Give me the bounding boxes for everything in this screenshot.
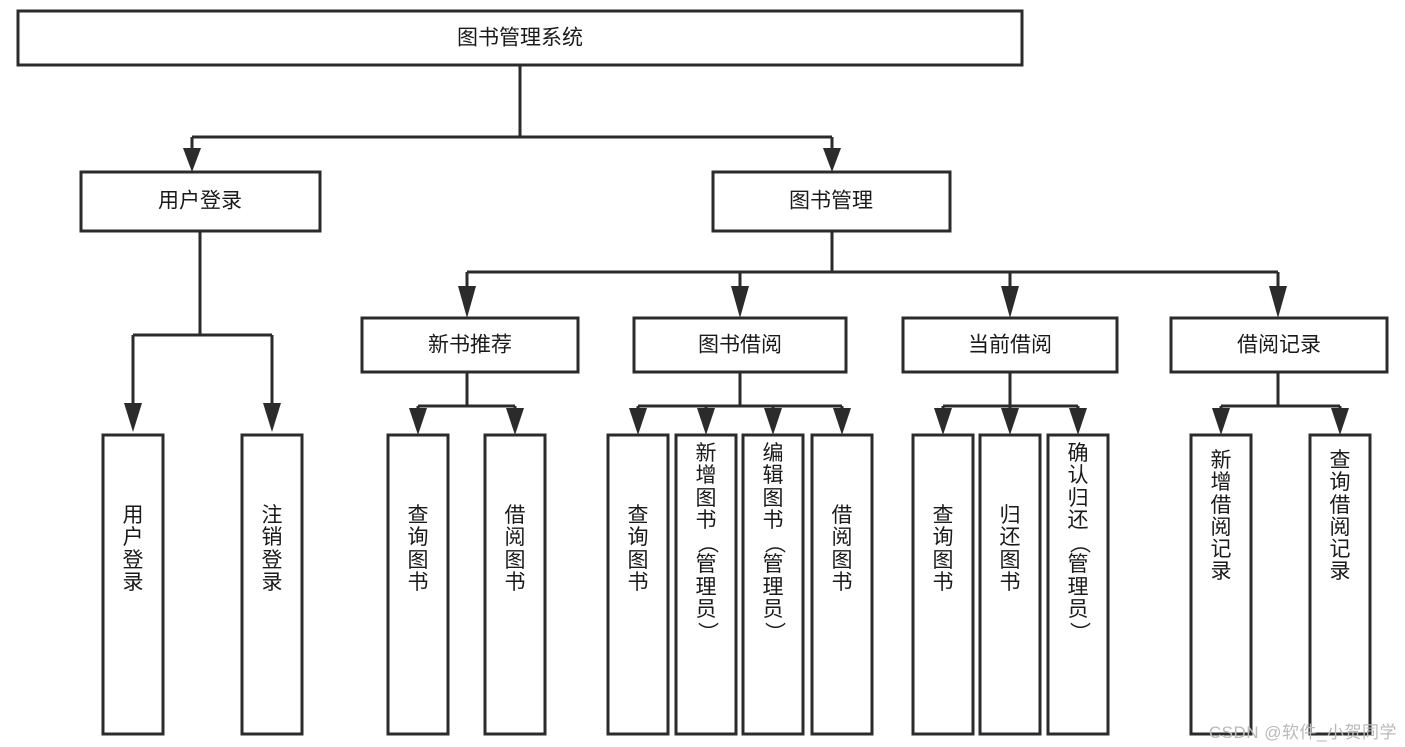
watermark: CSDN @软件_小贺同学 [1208,723,1397,742]
arrow-head-newbook [458,286,476,318]
leaf-box-borrow-record-2[interactable] [1308,433,1372,736]
node-book-management-label: 图书管理 [789,190,873,213]
node-user-login-label: 用户登录 [158,190,242,213]
node-user-login-box[interactable] [79,170,322,233]
arrow-head-bookborrow-leaf-4 [833,408,851,435]
arrow-head-currentborrow [1001,286,1019,318]
node-current-borrow-box[interactable] [901,316,1119,374]
arrow-head-userlogin-leaf-2 [263,403,281,432]
connector-group [124,65,1349,435]
node-box-group [16,9,1389,736]
arrow-head-newbook-leaf-1 [409,408,427,435]
leaf-box-current-borrow-2[interactable] [978,433,1042,736]
leaf-box-current-borrow-1[interactable] [911,433,975,736]
node-borrow-record-box[interactable] [1169,316,1389,374]
leaf-box-new-book-1[interactable] [386,433,450,736]
node-new-book-recommend-box[interactable] [360,316,580,374]
arrow-head-currentborrow-leaf-2 [1001,408,1019,435]
node-book-management-box[interactable] [711,170,952,233]
arrow-head-borrowrecord-leaf-1 [1212,408,1230,435]
arrow-head-userlogin-leaf-1 [124,403,142,432]
arrow-head-bookborrow-leaf-1 [629,408,647,435]
arrow-head-borrowrecord-leaf-2 [1331,408,1349,435]
arrow-head-userlogin [183,148,201,172]
node-label-group: 图书管理系统 用户登录 图书管理 新书推荐 图书借阅 当前借阅 借阅记录 [158,27,1321,357]
leaf-box-new-book-2[interactable] [483,433,547,736]
arrow-head-currentborrow-leaf-3 [1069,408,1087,435]
arrow-head-borrowrecord [1269,286,1287,318]
leaf-box-book-borrow-4[interactable] [810,433,874,736]
leaf-box-book-borrow-2[interactable] [674,433,738,736]
arrow-head-bookborrow-leaf-3 [764,408,782,435]
leaf-box-book-borrow-3[interactable] [741,433,805,736]
leaf-box-current-borrow-3[interactable] [1046,433,1110,736]
arrow-head-bookborrow-leaf-2 [697,408,715,435]
leaf-box-book-borrow-1[interactable] [606,433,670,736]
arrow-head-bookmgmt [823,148,841,172]
leaf-box-user-login-2[interactable] [240,433,304,736]
arrow-head-currentborrow-leaf-1 [934,408,952,435]
node-current-borrow-label: 当前借阅 [968,334,1052,357]
arrow-head-newbook-leaf-2 [506,408,524,435]
node-root-label: 图书管理系统 [457,27,583,50]
leaf-box-user-login-1[interactable] [101,433,165,736]
node-root-box[interactable] [16,9,1024,67]
arrow-head-bookborrow [731,286,749,318]
node-book-borrow-label: 图书借阅 [698,334,782,357]
node-new-book-recommend-label: 新书推荐 [428,334,512,357]
node-borrow-record-label: 借阅记录 [1237,334,1321,357]
node-book-borrow-box[interactable] [632,316,848,374]
leaf-box-borrow-record-1[interactable] [1189,433,1253,736]
